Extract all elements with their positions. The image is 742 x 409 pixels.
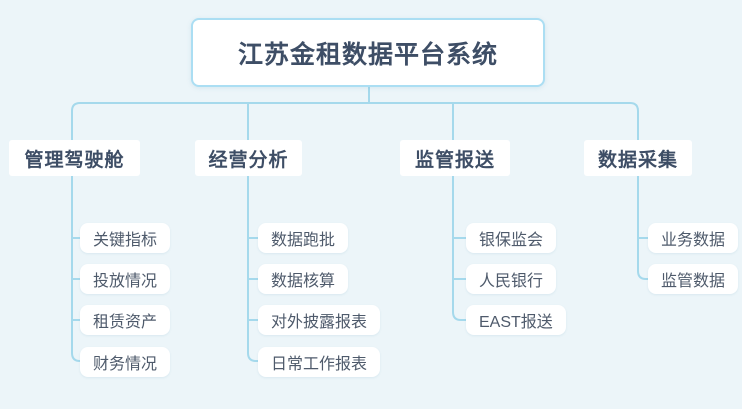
leaf-node[interactable]: 数据跑批 [258, 223, 349, 253]
branch-management-cockpit[interactable]: 管理驾驶舱 [9, 140, 140, 176]
root-rail-connector [71, 87, 639, 140]
leaf-node[interactable]: 人民银行 [466, 264, 557, 294]
leaf-node[interactable]: 银保监会 [466, 223, 557, 253]
branch-2-connector [452, 175, 466, 321]
leaf-node[interactable]: 业务数据 [648, 223, 739, 253]
leaf-node[interactable]: 租赁资产 [80, 305, 171, 335]
branch-regulatory-reporting[interactable]: 监管报送 [400, 140, 510, 176]
leaf-node[interactable]: 财务情况 [80, 347, 171, 377]
branch-0-connector [71, 175, 81, 362]
branch-data-collection[interactable]: 数据采集 [584, 140, 692, 176]
leaf-node[interactable]: 关键指标 [80, 223, 171, 253]
leaf-node[interactable]: 监管数据 [648, 264, 739, 294]
leaf-node[interactable]: 数据核算 [258, 264, 349, 294]
leaf-node[interactable]: EAST报送 [466, 305, 566, 335]
leaf-node[interactable]: 投放情况 [80, 264, 171, 294]
branch-1-connector [247, 175, 258, 362]
leaf-node[interactable]: 日常工作报表 [258, 347, 381, 377]
root-node-title[interactable]: 江苏金租数据平台系统 [191, 18, 545, 87]
leaf-node[interactable]: 对外披露报表 [258, 305, 381, 335]
branch-3-connector [637, 175, 648, 280]
branch-business-analysis[interactable]: 经营分析 [195, 140, 302, 176]
